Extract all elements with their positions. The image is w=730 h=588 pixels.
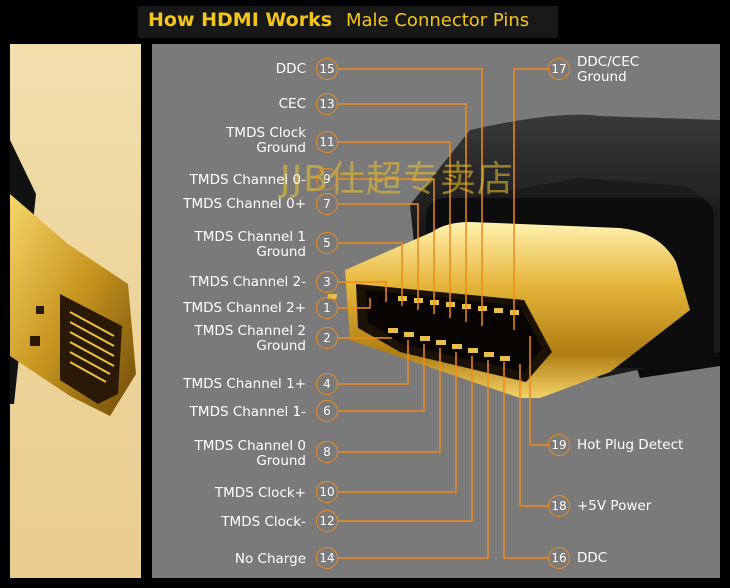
pin-12-label: TMDS Clock- <box>221 514 306 530</box>
pin-19-label: Hot Plug Detect <box>577 437 684 453</box>
pin-7-number: 7 <box>316 193 338 215</box>
pin-15-number: 15 <box>316 58 338 80</box>
pin-5-label: TMDS Channel 1 Ground <box>146 230 306 260</box>
bottom-pin-row <box>388 328 510 361</box>
pin-3-label: TMDS Channel 2- <box>189 274 306 290</box>
watermark-text: JJB仕超专卖店 <box>280 159 514 200</box>
pin-4-label: TMDS Channel 1+ <box>183 376 306 392</box>
pin-10-number: 10 <box>316 481 338 503</box>
pin-8-label: TMDS Channel 0 Ground <box>146 439 306 469</box>
pin-2-number: 2 <box>316 327 338 349</box>
pin-11-label: TMDS Clock Ground <box>146 126 306 156</box>
pin-10-label: TMDS Clock+ <box>214 485 306 501</box>
pin-2-label-line1: TMDS Channel 2 <box>194 323 306 339</box>
pin-17-label: DDC/CEC Ground <box>577 55 639 85</box>
pin-11-label-line2: Ground <box>256 140 306 156</box>
pin-14-label: No Charge <box>234 551 306 567</box>
pin-8-label-line2: Ground <box>256 453 306 469</box>
pin-15-label: DDC <box>275 61 306 77</box>
pin-1-number: 1 <box>316 297 338 319</box>
pin-3-number: 3 <box>316 271 338 293</box>
pin-12-number: 12 <box>316 510 338 532</box>
pin-9-label: TMDS Channel 0- <box>189 172 306 188</box>
pin-5-label-line2: Ground <box>256 244 306 260</box>
pin-16-label: DDC <box>577 550 608 566</box>
pin-1-label: TMDS Channel 2+ <box>183 300 306 316</box>
pin-8-label-line1: TMDS Channel 0 <box>194 438 306 454</box>
pin-5-label-line1: TMDS Channel 1 <box>194 229 306 245</box>
pin-17-label-line1: DDC/CEC <box>577 54 640 70</box>
pin-2-label-line2: Ground <box>256 338 306 354</box>
pin-6-label: TMDS Channel 1- <box>189 404 306 420</box>
pin-19-number: 19 <box>548 434 570 456</box>
pin-17-number: 17 <box>548 58 570 80</box>
pin-13-number: 13 <box>316 93 338 115</box>
title-bold: How HDMI Works <box>148 9 333 31</box>
leader-lines <box>338 68 548 559</box>
pin-2-label: TMDS Channel 2 Ground <box>146 324 306 354</box>
pin-18-number: 18 <box>548 495 570 517</box>
pin-17-label-line2: Ground <box>577 69 627 85</box>
header-black-block <box>598 12 710 38</box>
pin-7-label: TMDS Channel 0+ <box>183 196 306 212</box>
pin-11-label-line1: TMDS Clock <box>226 125 306 141</box>
title-subtitle: Male Connector Pins <box>346 10 530 31</box>
pin-13-label: CEC <box>278 96 306 112</box>
pin-5-number: 5 <box>316 232 338 254</box>
connector-side-photo <box>10 44 141 578</box>
pin-4-number: 4 <box>316 373 338 395</box>
pin-16-number: 16 <box>548 547 570 569</box>
title-bar <box>138 6 558 38</box>
pin-14-number: 14 <box>316 547 338 569</box>
pin-8-number: 8 <box>316 441 338 463</box>
pin-18-label: +5V Power <box>577 498 652 514</box>
pin-6-number: 6 <box>316 400 338 422</box>
pin-9-number: 9 <box>316 168 338 190</box>
pin-11-number: 11 <box>316 131 338 153</box>
